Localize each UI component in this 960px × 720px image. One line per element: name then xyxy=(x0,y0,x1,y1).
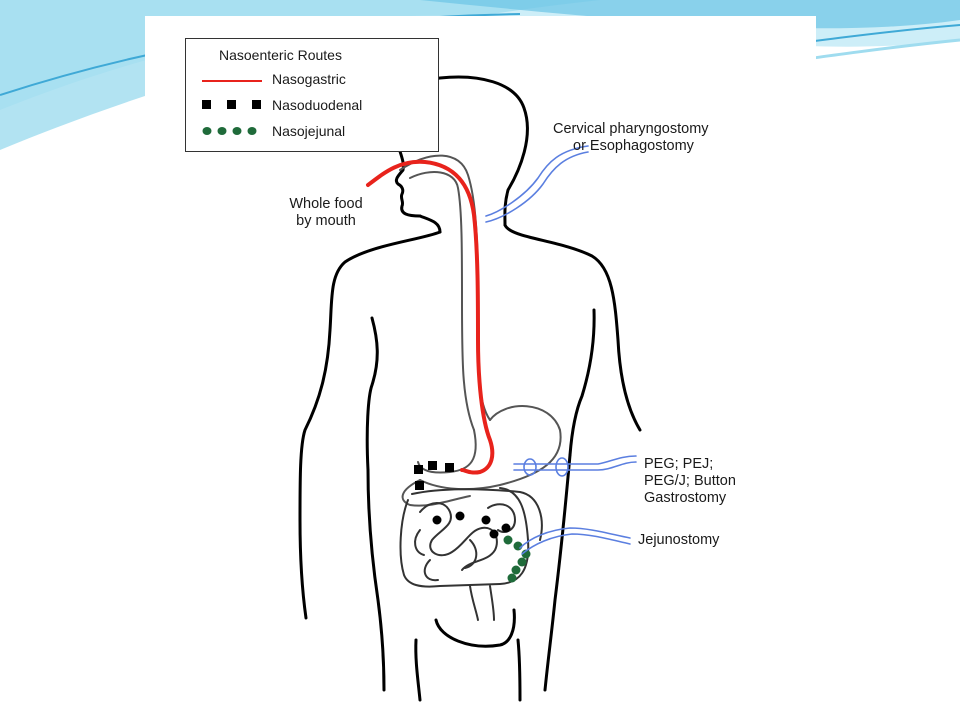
gastrostomy-tube xyxy=(513,455,637,477)
legend-label-nasojejunal: Nasojejunal xyxy=(272,123,346,139)
peg-line1: PEG; PEJ; xyxy=(644,456,714,472)
digestive-outline xyxy=(399,154,562,507)
jejunostomy-tube xyxy=(519,527,631,555)
legend-swatch-nasojejunal xyxy=(202,127,257,135)
intestines xyxy=(399,487,543,621)
nasoduodenal-dots xyxy=(432,511,511,539)
peg-line3: Gastrostomy xyxy=(644,490,727,506)
peg-line2: PEG/J; Button xyxy=(644,473,736,489)
cervical-label: Cervical pharyngostomy or Esophagostomy xyxy=(553,121,709,155)
whole-food-line1: Whole food xyxy=(289,196,363,212)
whole-food-line2: by mouth xyxy=(296,213,356,229)
legend-swatch-nasogastric xyxy=(202,80,262,82)
cervical-line1: Cervical pharyngostomy xyxy=(553,121,709,137)
legend-swatch-nasoduodenal xyxy=(202,100,261,109)
cervical-ostomy-tube xyxy=(485,145,589,223)
body-outline xyxy=(298,75,642,702)
legend-label-nasoduodenal: Nasoduodenal xyxy=(272,97,363,113)
legend: Nasoenteric Routes Nasogastric Nasoduode… xyxy=(185,38,439,152)
legend-title: Nasoenteric Routes xyxy=(219,47,342,63)
nasoduodenal-route xyxy=(414,461,454,490)
nasogastric-route xyxy=(366,159,495,475)
cervical-line2: or Esophagostomy xyxy=(573,138,694,154)
whole-food-label: Whole food by mouth xyxy=(276,196,376,230)
jejunostomy-label: Jejunostomy xyxy=(638,532,720,548)
legend-label-nasogastric: Nasogastric xyxy=(272,71,346,87)
peg-label: PEG; PEJ; PEG/J; Button Gastrostomy xyxy=(644,456,736,507)
